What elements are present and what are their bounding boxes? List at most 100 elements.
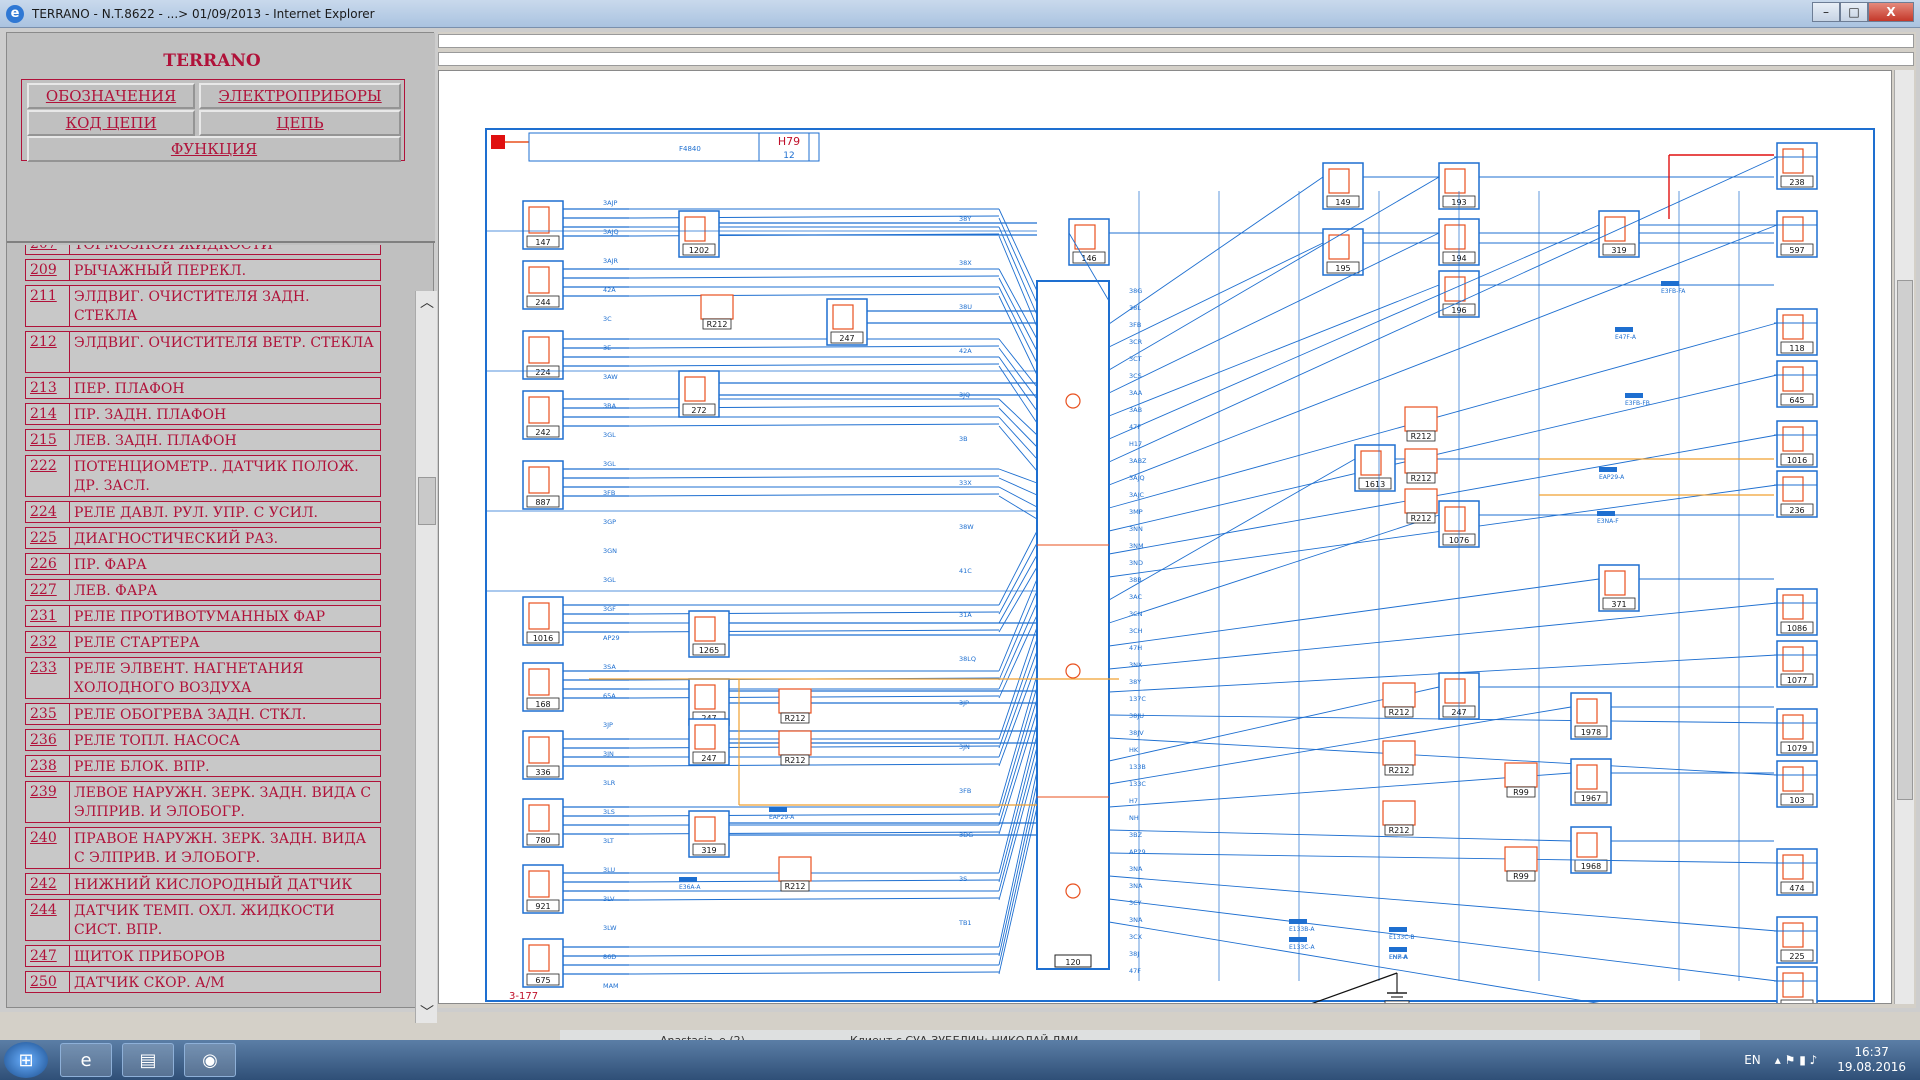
wire <box>998 338 1038 388</box>
device-code-box <box>692 843 726 856</box>
wire <box>628 897 1000 901</box>
list-scrollbar[interactable]: ︿ ﹀ <box>415 291 437 1023</box>
component-code-link[interactable]: 244 <box>26 900 70 940</box>
scroll-thumb[interactable] <box>418 477 436 525</box>
wire-label: 3LW <box>603 924 617 932</box>
device-code-box <box>1780 949 1814 962</box>
component-code-link[interactable]: 211 <box>26 286 70 326</box>
frame-bar-second <box>438 52 1914 66</box>
legend-button[interactable]: ОБОЗНАЧЕНИЯ <box>27 83 195 109</box>
component-code-link[interactable]: 212 <box>26 332 70 372</box>
devices-button[interactable]: ЭЛЕКТРОПРИБОРЫ <box>199 83 401 109</box>
component-code-link[interactable]: 247 <box>26 946 70 966</box>
device-code-label: 645 <box>1789 396 1804 405</box>
wire-label: 3LT <box>603 837 614 845</box>
clock[interactable]: 16:37 19.08.2016 <box>1837 1045 1906 1075</box>
circuit-button[interactable]: ЦЕПЬ <box>199 110 401 136</box>
wire-label: 41C <box>959 567 972 575</box>
tray-icons[interactable]: ▴ ⚑ ▮ ♪ <box>1774 1053 1818 1067</box>
component-code-link[interactable]: 213 <box>26 378 70 398</box>
device-code-box <box>526 631 560 644</box>
component-code-link[interactable]: 224 <box>26 502 70 522</box>
component-code-link[interactable]: 227 <box>26 580 70 600</box>
connector-tag-mark <box>769 807 787 812</box>
harness-marker-icon <box>491 135 505 149</box>
component-code-link[interactable]: 231 <box>26 606 70 626</box>
component-code-link[interactable]: 222 <box>26 456 70 496</box>
connector-tag-mark <box>1389 947 1407 952</box>
component-code-link[interactable]: 209 <box>26 260 70 280</box>
component-code-link[interactable]: 225 <box>26 528 70 548</box>
component-code-link[interactable]: 233 <box>26 658 70 698</box>
component-code-link[interactable]: 236 <box>26 730 70 750</box>
taskbar-folder-icon[interactable]: ▤ <box>122 1043 174 1077</box>
start-button[interactable]: ⊞ <box>4 1042 48 1078</box>
scroll-down-icon[interactable]: ﹀ <box>420 1005 434 1021</box>
component-code-link[interactable]: 226 <box>26 554 70 574</box>
device-code-label: 236 <box>1789 506 1804 515</box>
taskbar-chrome-icon[interactable]: ◉ <box>184 1043 236 1077</box>
wire-label: AP29 <box>1129 848 1146 856</box>
relay-box <box>778 856 812 882</box>
close-button[interactable]: X <box>1868 2 1914 22</box>
wire-label: 3GL <box>603 431 616 439</box>
language-indicator[interactable]: EN <box>1744 1053 1761 1067</box>
taskbar-ie-icon[interactable]: e <box>60 1043 112 1077</box>
maximize-button[interactable]: □ <box>1840 2 1868 22</box>
component-code-link[interactable]: 215 <box>26 430 70 450</box>
function-button[interactable]: ФУНКЦИЯ <box>27 136 401 162</box>
device-symbol <box>1604 570 1626 596</box>
diagram-scroll-thumb[interactable] <box>1897 280 1913 800</box>
component-code-link[interactable]: 242 <box>26 874 70 894</box>
diagram-scrollbar[interactable] <box>1894 70 1914 1004</box>
device-symbol <box>1444 276 1466 302</box>
scroll-up-icon[interactable]: ︿ <box>420 295 434 311</box>
wire-label: 3NA <box>1129 916 1143 924</box>
relay-code-label: R99 <box>1513 788 1529 797</box>
connector-tag-label: E36A-A <box>679 884 701 891</box>
device-symbol <box>528 870 550 898</box>
wire <box>1108 176 1440 371</box>
component-code-link[interactable]: 232 <box>26 632 70 652</box>
circuit-code-button[interactable]: КОД ЦЕПИ <box>27 110 195 136</box>
component-code-link[interactable]: 214 <box>26 404 70 424</box>
header-box <box>528 132 810 162</box>
wire-label: 3MP <box>1129 508 1143 516</box>
window-titlebar: e TERRANO - N.T.8622 - ...> 01/09/2013 -… <box>0 0 1920 28</box>
minimize-button[interactable]: – <box>1812 2 1840 22</box>
component-code-link[interactable]: 238 <box>26 756 70 776</box>
component-code-link[interactable]: 235 <box>26 704 70 724</box>
component-code-link[interactable]: 207 <box>26 245 70 254</box>
component-code-link[interactable]: 239 <box>26 782 70 822</box>
device-code-box <box>1072 251 1106 264</box>
component-code-link[interactable]: 250 <box>26 972 70 992</box>
wire-label: 3JN <box>603 750 614 758</box>
component-row[interactable]: 207ТОРМОЗНОЙ ЖИДКОСТИ <box>25 245 381 255</box>
component-code-link[interactable]: 240 <box>26 828 70 868</box>
